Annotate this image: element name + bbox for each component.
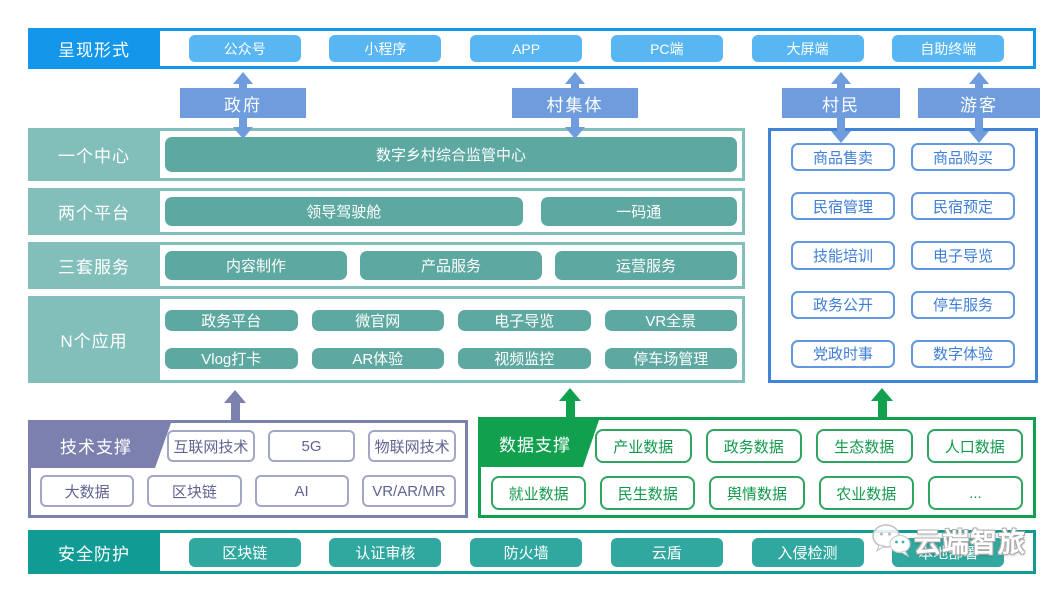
data-item: 生态数据 <box>816 429 913 463</box>
platform-button: 领导驾驶舱 <box>165 197 523 226</box>
panel-service-item: 党政时事 <box>791 339 895 368</box>
panel-service-item: 停车服务 <box>911 290 1015 319</box>
stakeholder-label: 政府 <box>180 88 306 118</box>
stakeholder-village-collective: 村集体 <box>512 71 638 140</box>
presentation-label: 呈现形式 <box>58 41 130 60</box>
application-button: Vlog打卡 <box>165 347 298 369</box>
application-button: AR体验 <box>311 347 444 369</box>
row-two-platforms: 两个平台 领导驾驶舱 一码通 <box>28 188 745 235</box>
panel-service-item: 商品售卖 <box>791 143 895 172</box>
tech-item: 物联网技术 <box>368 430 457 462</box>
presentation-row: 呈现形式 公众号 小程序 APP PC端 大屏端 自助终端 <box>28 28 1036 69</box>
panel-service-item: 数字体验 <box>911 339 1015 368</box>
application-button: 政务平台 <box>165 310 298 332</box>
service-button: 内容制作 <box>165 251 347 280</box>
presentation-item: PC端 <box>610 35 723 62</box>
panel-service-item: 民宿管理 <box>791 192 895 221</box>
data-item: ... <box>927 476 1024 510</box>
security-item: 入侵检测 <box>751 537 864 567</box>
watermark-text: 云端智旅 <box>914 528 1026 558</box>
stakeholder-label: 游客 <box>918 88 1040 118</box>
panel-service-item: 商品购买 <box>911 143 1015 172</box>
security-item: 本地部署 <box>892 537 1005 567</box>
tech-support-box: 技术支撑 互联网技术 5G 物联网技术 大数据区块链 AI VR/AR/MR <box>28 420 468 518</box>
presentation-item: APP <box>470 35 583 62</box>
application-button: 停车场管理 <box>604 347 737 369</box>
row-n-applications: N个应用 政务平台微官网电子导览 VR全景 Vlog打卡 AR体验视频监控停车场管理 <box>28 296 745 383</box>
row-one-center: 一个中心 数字乡村综合监管中心 <box>28 128 745 181</box>
row-label-three-services: 三套服务 <box>58 258 130 277</box>
watermark: 云端智旅 <box>872 521 1026 560</box>
data-item: 人口数据 <box>926 429 1023 463</box>
tech-item: 区块链 <box>147 475 242 507</box>
application-button: 微官网 <box>311 310 444 332</box>
panel-service-item: 技能培训 <box>791 241 895 270</box>
data-support-label: 数据支撑 <box>481 420 599 467</box>
stakeholder-government: 政府 <box>180 71 306 140</box>
panel-service-item: 政务公开 <box>791 290 895 319</box>
presentation-item: 自助终端 <box>892 35 1005 62</box>
tech-support-label: 技术支撑 <box>31 423 171 468</box>
security-row: 安全防护 区块链认证审核防火墙云盾入侵检测本地部署 <box>28 530 1036 574</box>
row-label-one-center: 一个中心 <box>58 147 130 166</box>
tech-up-arrow <box>224 390 246 420</box>
security-item: 区块链 <box>188 537 301 567</box>
data-item: 舆情数据 <box>709 476 805 510</box>
stakeholder-label: 村民 <box>782 88 900 118</box>
tech-item: 5G <box>267 430 356 462</box>
stakeholder-villager: 村民 <box>782 71 900 144</box>
data-item: 政务数据 <box>705 429 802 463</box>
security-item: 云盾 <box>610 537 723 567</box>
panel-service-item: 民宿预定 <box>911 192 1015 221</box>
tech-item: 大数据 <box>40 475 135 507</box>
wechat-icon <box>872 523 911 557</box>
tech-item: AI <box>254 475 349 507</box>
data-up-arrow <box>871 388 893 417</box>
row-label-n-applications: N个应用 <box>60 332 128 351</box>
panel-service-item: 电子导览 <box>911 241 1015 270</box>
security-item: 认证审核 <box>329 537 442 567</box>
presentation-item: 大屏端 <box>751 35 864 62</box>
data-item: 民生数据 <box>600 476 696 510</box>
application-button: 电子导览 <box>458 310 591 332</box>
tech-item: VR/AR/MR <box>361 475 456 507</box>
center-button: 数字乡村综合监管中心 <box>165 137 737 172</box>
data-item: 就业数据 <box>491 476 587 510</box>
presentation-items: 公众号 小程序 APP PC端 大屏端 自助终端 <box>160 31 1033 66</box>
service-button: 运营服务 <box>555 251 737 280</box>
data-support-box: 数据支撑 产业数据政务数据生态数据人口数据 就业数据民生数据舆情数据农业数据..… <box>478 417 1036 518</box>
right-services-panel: 商品售卖商品购买民宿管理民宿预定技能培训电子导览政务公开停车服务党政时事数字体验 <box>768 128 1038 383</box>
service-button: 产品服务 <box>360 251 542 280</box>
data-item: 产业数据 <box>595 429 692 463</box>
presentation-item: 公众号 <box>188 35 301 62</box>
platform-button: 一码通 <box>540 197 737 226</box>
stakeholder-tourist: 游客 <box>918 71 1040 144</box>
row-label-two-platforms: 两个平台 <box>58 204 130 223</box>
stakeholder-label: 村集体 <box>512 88 638 118</box>
data-up-arrow <box>559 388 581 417</box>
application-button: VR全景 <box>604 310 737 332</box>
data-item: 农业数据 <box>818 476 914 510</box>
application-button: 视频监控 <box>458 347 591 369</box>
security-item: 防火墙 <box>470 537 583 567</box>
presentation-item: 小程序 <box>329 35 442 62</box>
tech-item: 互联网技术 <box>167 430 255 462</box>
row-three-services: 三套服务 内容制作产品服务运营服务 <box>28 242 745 289</box>
security-label: 安全防护 <box>58 544 130 564</box>
